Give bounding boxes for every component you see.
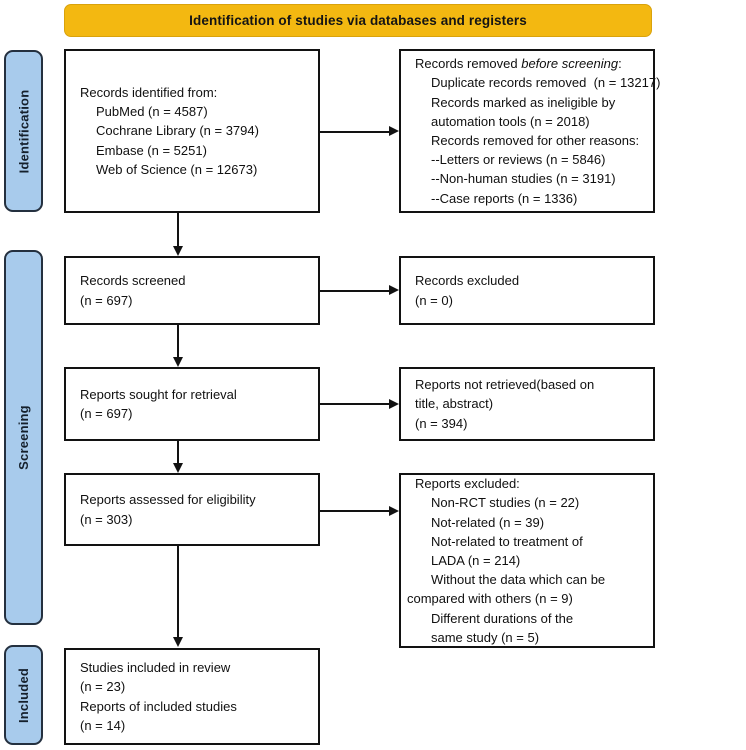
line: Records screened [80,273,186,289]
arrowhead-identified-to-removed [389,126,399,136]
line-part: Records removed [415,56,522,72]
arrowhead-assessed-to-included [172,637,183,647]
line: Records removed before screening: [415,54,653,73]
line: (n = 303) [80,511,133,527]
box-studies-included-text: Studies included in review (n = 23) Repo… [66,658,318,735]
line: compared with others (n = 9) [407,591,573,607]
line: Records excluded [415,273,520,289]
box-records-screened: Records screened (n = 697) [64,256,320,325]
phase-bar-included: Included [4,645,43,745]
phase-label-identification: Identification [16,89,32,173]
arrow-line-sought-to-assessed [177,441,179,465]
line: same study (n = 5) [431,629,540,645]
line: --Case reports (n = 1336) [431,190,578,206]
box-records-removed-text: Records removed before screening: Duplic… [401,54,661,208]
banner-title: Identification of studies via databases … [189,13,527,28]
box-records-identified: Records identified from: PubMed (n = 458… [64,49,320,213]
line: --Non-human studies (n = 3191) [431,171,616,187]
line: (n = 23) [80,679,126,695]
line: Cochrane Library (n = 3794) [96,123,259,139]
line: --Letters or reviews (n = 5846) [431,152,606,168]
box-records-identified-text: Records identified from: PubMed (n = 458… [66,83,318,179]
arrow-line-screened-to-excluded [320,289,390,292]
phase-bar-screening: Screening [4,250,43,625]
line: Different durations of the [431,610,574,626]
line: Reports assessed for eligibility [80,492,256,508]
line: (n = 697) [80,292,133,308]
arrowhead-screened-to-sought [172,357,183,367]
arrowhead-screened-to-excluded [389,285,399,295]
line-part-italic: before screening [521,56,619,72]
box-reports-assessed-text: Reports assessed for eligibility (n = 30… [66,490,318,528]
phase-label-screening: Screening [16,405,31,470]
line: title, abstract) [415,396,494,412]
box-reports-sought: Reports sought for retrieval (n = 697) [64,367,320,441]
line: Records marked as ineligible by [431,94,616,110]
line: (n = 697) [80,406,133,421]
box-studies-included: Studies included in review (n = 23) Repo… [64,648,320,745]
box-reports-excluded: Reports excluded: Non-RCT studies (n = 2… [399,473,655,648]
box-reports-not-retrieved-text: Reports not retrieved(based on title, ab… [401,375,653,433]
line: Not-related (n = 39) [431,514,545,530]
box-reports-excluded-text: Reports excluded: Non-RCT studies (n = 2… [401,474,653,647]
box-reports-sought-text: Reports sought for retrieval (n = 697) [66,385,318,423]
line: Reports of included studies [80,698,237,714]
line: (n = 14) [80,717,126,733]
line: Duplicate records removed (n = 13217) [431,75,661,91]
line: Reports excluded: [415,476,520,492]
line: automation tools (n = 2018) [431,113,590,129]
box-reports-assessed: Reports assessed for eligibility (n = 30… [64,473,320,546]
line: Records identified from: [80,84,218,100]
arrow-line-screened-to-sought [177,325,179,359]
line: PubMed (n = 4587) [96,104,208,120]
line: Studies included in review [80,660,231,676]
arrow-line-sought-to-not-retrieved [320,403,390,405]
line: Non-RCT studies (n = 22) [431,495,580,511]
line: (n = 0) [415,292,453,308]
phase-label-included: Included [16,667,31,723]
arrowhead-identified-to-screened [172,246,183,256]
line: Without the data which can be [431,572,606,588]
box-records-excluded: Records excluded (n = 0) [399,256,655,325]
box-records-removed-before-screening: Records removed before screening: Duplic… [399,49,661,213]
line: Web of Science (n = 12673) [96,161,258,177]
line: Not-related to treatment of [431,533,583,549]
phase-bar-identification: Identification [4,50,43,212]
section-banner-identification: Identification of studies via databases … [64,4,652,37]
line: Records removed for other reasons: [431,133,640,148]
line: Embase (n = 5251) [96,142,207,158]
box-records-excluded-text: Records excluded (n = 0) [401,271,653,309]
arrowhead-sought-to-assessed [172,463,183,473]
line-part: : [618,56,622,72]
arrow-line-identified-to-removed [320,130,390,133]
line: Reports sought for retrieval [80,386,237,402]
line: Reports not retrieved(based on [415,377,595,393]
box-reports-not-retrieved: Reports not retrieved(based on title, ab… [399,367,655,441]
arrowhead-assessed-to-excluded [389,505,399,516]
box-records-screened-text: Records screened (n = 697) [66,271,318,309]
arrowhead-sought-to-not-retrieved [389,398,399,409]
arrow-line-identified-to-screened [177,213,179,247]
arrow-line-assessed-to-excluded [320,510,390,512]
line: (n = 394) [415,415,468,431]
line: LADA (n = 214) [431,552,521,568]
arrow-line-assessed-to-included [177,546,179,638]
